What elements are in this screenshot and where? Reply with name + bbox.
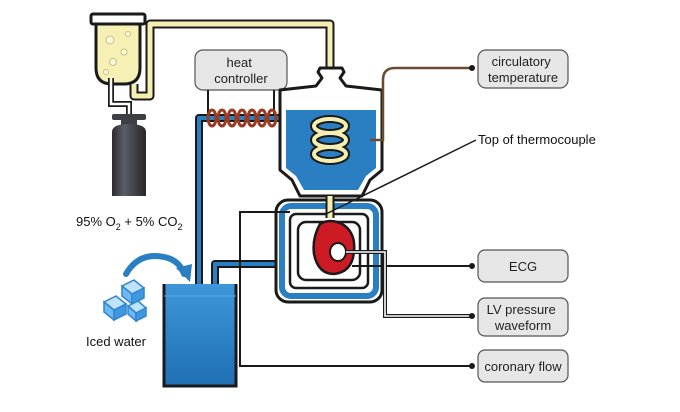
circulatory-temperature-label: circulatory temperature [488, 54, 558, 85]
lv-pressure-label: LV pressure waveform [487, 302, 560, 333]
heat-controller-label: heat controller [214, 55, 268, 86]
iced-water-label: Iced water [86, 334, 147, 349]
ecg-box: ECG [477, 249, 569, 283]
gas-cylinder [112, 114, 146, 196]
ice-cubes-icon [102, 279, 148, 323]
heater-coil [206, 108, 278, 128]
thermocouple-pointer [325, 139, 477, 215]
heart [312, 219, 356, 276]
heat-controller-box: heat controller [194, 49, 288, 91]
circulatory-temperature-box: circulatory temperature [477, 49, 569, 89]
coronary-flow-label: coronary flow [484, 359, 562, 374]
coronary-flow-box: coronary flow [477, 349, 569, 383]
perfusate-coil [310, 115, 350, 165]
lv-pressure-box: LV pressure waveform [477, 297, 569, 337]
top-of-thermocouple-label: Top of thermocouple [478, 132, 596, 147]
perfusate-flask [89, 12, 147, 86]
curved-arrow-icon [123, 253, 192, 282]
iced-water-bath [162, 284, 238, 388]
gas-mixture-label: 95% O2 + 5% CO2 [76, 214, 183, 232]
ecg-label: ECG [509, 259, 537, 274]
